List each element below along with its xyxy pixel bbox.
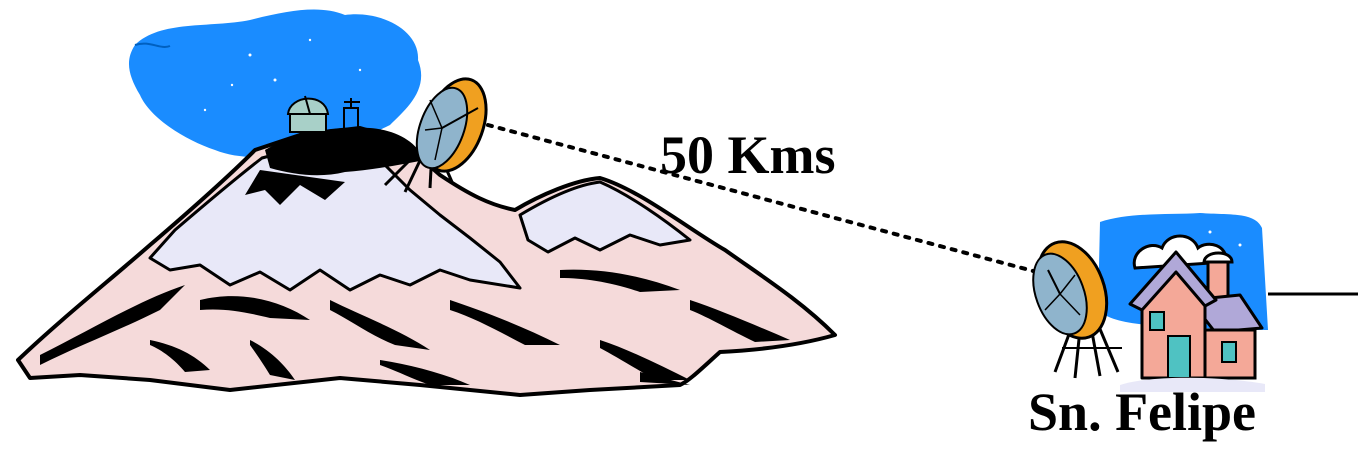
place-label: Sn. Felipe	[1028, 385, 1256, 439]
distance-label: 50 Kms	[660, 128, 836, 182]
